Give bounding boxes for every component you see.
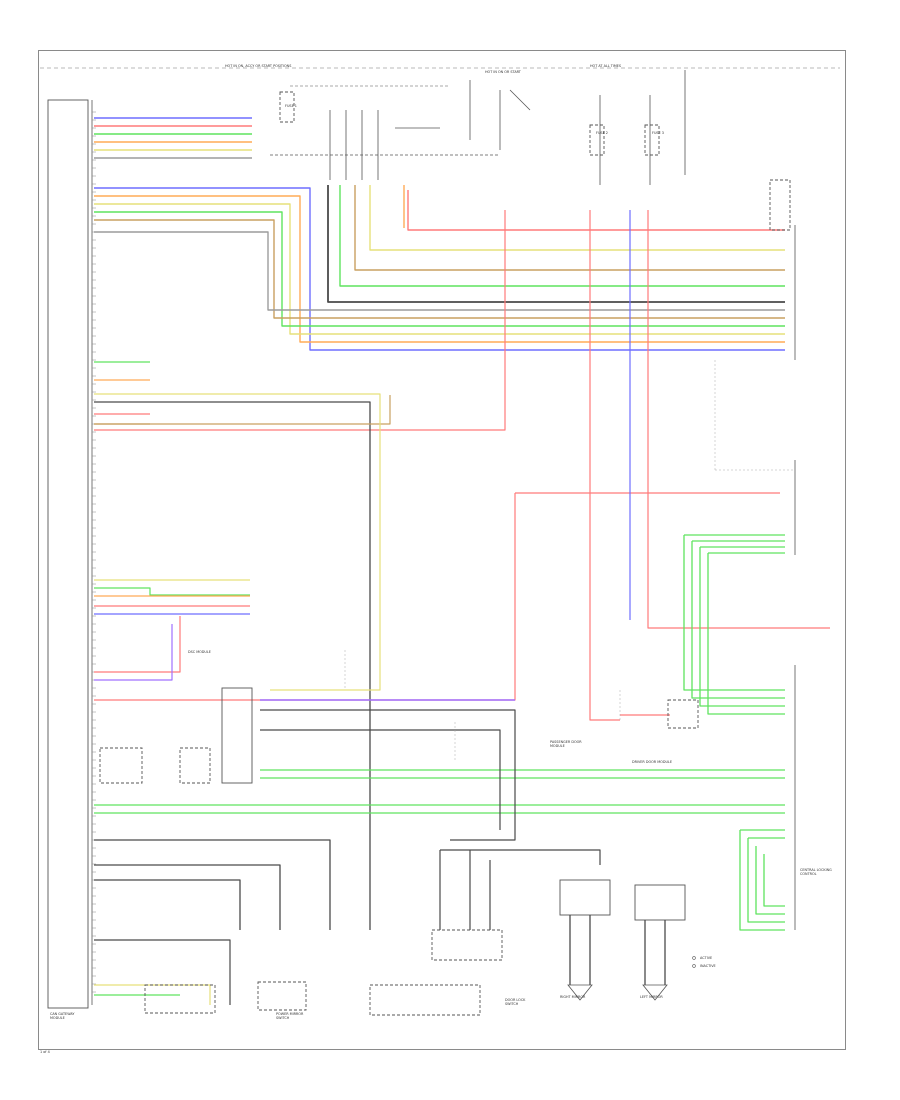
wire-segment-22 bbox=[647, 210, 830, 629]
left-door-module-box bbox=[634, 884, 686, 921]
dsc-module-box bbox=[221, 687, 253, 784]
label-fuse-a: FUSE 1 bbox=[285, 104, 297, 108]
wire-segment-39 bbox=[94, 624, 173, 681]
right-connector-top bbox=[769, 179, 791, 231]
wire-segment-10 bbox=[94, 219, 785, 319]
right-mirror-motor bbox=[567, 984, 593, 1001]
wire-segment-19 bbox=[589, 210, 620, 721]
wire-segment-13 bbox=[339, 185, 785, 287]
title-left: HOT IN ON, ACCY OR START POSITIONS bbox=[225, 64, 292, 68]
legend-inactive: INACTIVE bbox=[700, 964, 716, 968]
right-door-module-box bbox=[559, 879, 611, 916]
label-driver-door-module: DRIVER DOOR MODULE bbox=[632, 760, 672, 764]
wire-segment-41 bbox=[683, 535, 785, 691]
wire-segment-11 bbox=[94, 231, 785, 311]
main-module-body bbox=[47, 99, 89, 1009]
wire-segment-6 bbox=[94, 187, 785, 351]
wire-segment-38 bbox=[94, 616, 181, 673]
label-right-mirror: RIGHT MIRROR bbox=[560, 995, 586, 999]
footer-page: 1 of 4 bbox=[40, 1050, 50, 1054]
wire-segment-66 bbox=[440, 849, 601, 865]
label-pass-door-module: PASSENGER DOOR MODULE bbox=[550, 740, 582, 748]
wire-segment-32 bbox=[270, 400, 381, 691]
wire-segment-44 bbox=[707, 553, 785, 715]
wire-segment-18 bbox=[94, 210, 506, 431]
wire-segment-8 bbox=[94, 203, 785, 335]
wire-segment-54 bbox=[747, 838, 785, 923]
switch-box-b bbox=[179, 747, 211, 784]
wire-segment-31 bbox=[94, 395, 391, 425]
label-dsc-module: DSC MODULE bbox=[188, 650, 211, 654]
wire-segment-55 bbox=[755, 846, 785, 915]
wire-segment-63 bbox=[260, 729, 501, 830]
label-fuse-b: FUSE 2 bbox=[596, 131, 608, 135]
switch-box-c bbox=[144, 984, 216, 1014]
label-left-mirror: LEFT MIRROR bbox=[640, 995, 663, 999]
wire-segment-9 bbox=[94, 211, 785, 327]
wire-segment-42 bbox=[691, 541, 785, 699]
wire-segment-27 bbox=[94, 393, 381, 400]
fuse-box-a bbox=[279, 91, 295, 123]
label-central-locking: CENTRAL LOCKING CONTROL bbox=[800, 868, 832, 876]
wire-segment-16 bbox=[407, 190, 785, 231]
wire-segment-60 bbox=[94, 864, 281, 930]
label-power-mirror-switch: POWER MIRROR SWITCH bbox=[276, 1012, 304, 1020]
wire-segment-28 bbox=[94, 401, 371, 930]
wire-segment-68 bbox=[94, 939, 231, 1005]
wire-segment-56 bbox=[763, 854, 785, 907]
fuse-box-b bbox=[589, 124, 605, 156]
wire-segment-43 bbox=[699, 547, 785, 707]
label-main-module: CAN GATEWAY MODULE bbox=[50, 1012, 75, 1020]
relay-switch bbox=[509, 89, 531, 111]
label-door-lock-switch: DOOR LOCK SWITCH bbox=[505, 998, 526, 1006]
wire-segment-15 bbox=[369, 185, 785, 251]
legend-marker-b bbox=[692, 964, 696, 968]
title-right: HOT AT ALL TIMES bbox=[590, 64, 622, 68]
title-mid: HOT IN ON OR START bbox=[485, 70, 521, 74]
wire-segment-7 bbox=[94, 195, 785, 343]
wire-segment-62 bbox=[260, 709, 516, 841]
wire-segment-34 bbox=[94, 587, 250, 596]
lock-actuator-box bbox=[667, 699, 699, 729]
switch-box-a bbox=[99, 747, 143, 784]
diagram-frame bbox=[38, 50, 846, 1050]
door-lock-switch-box bbox=[369, 984, 481, 1016]
legend-marker-a bbox=[692, 956, 696, 960]
wire-segment-59 bbox=[94, 839, 331, 930]
mirror-switch-box bbox=[257, 981, 307, 1011]
pass-door-box bbox=[431, 929, 503, 961]
wire-segment-61 bbox=[94, 879, 241, 930]
label-fuse-c: FUSE 3 bbox=[652, 131, 664, 135]
wire-segment-53 bbox=[739, 830, 785, 931]
legend-active: ACTIVE bbox=[700, 956, 713, 960]
wire-segment-14 bbox=[354, 185, 785, 271]
wire-segment-12 bbox=[327, 185, 785, 303]
fuse-box-c bbox=[644, 124, 660, 156]
left-mirror-motor bbox=[642, 984, 668, 1001]
